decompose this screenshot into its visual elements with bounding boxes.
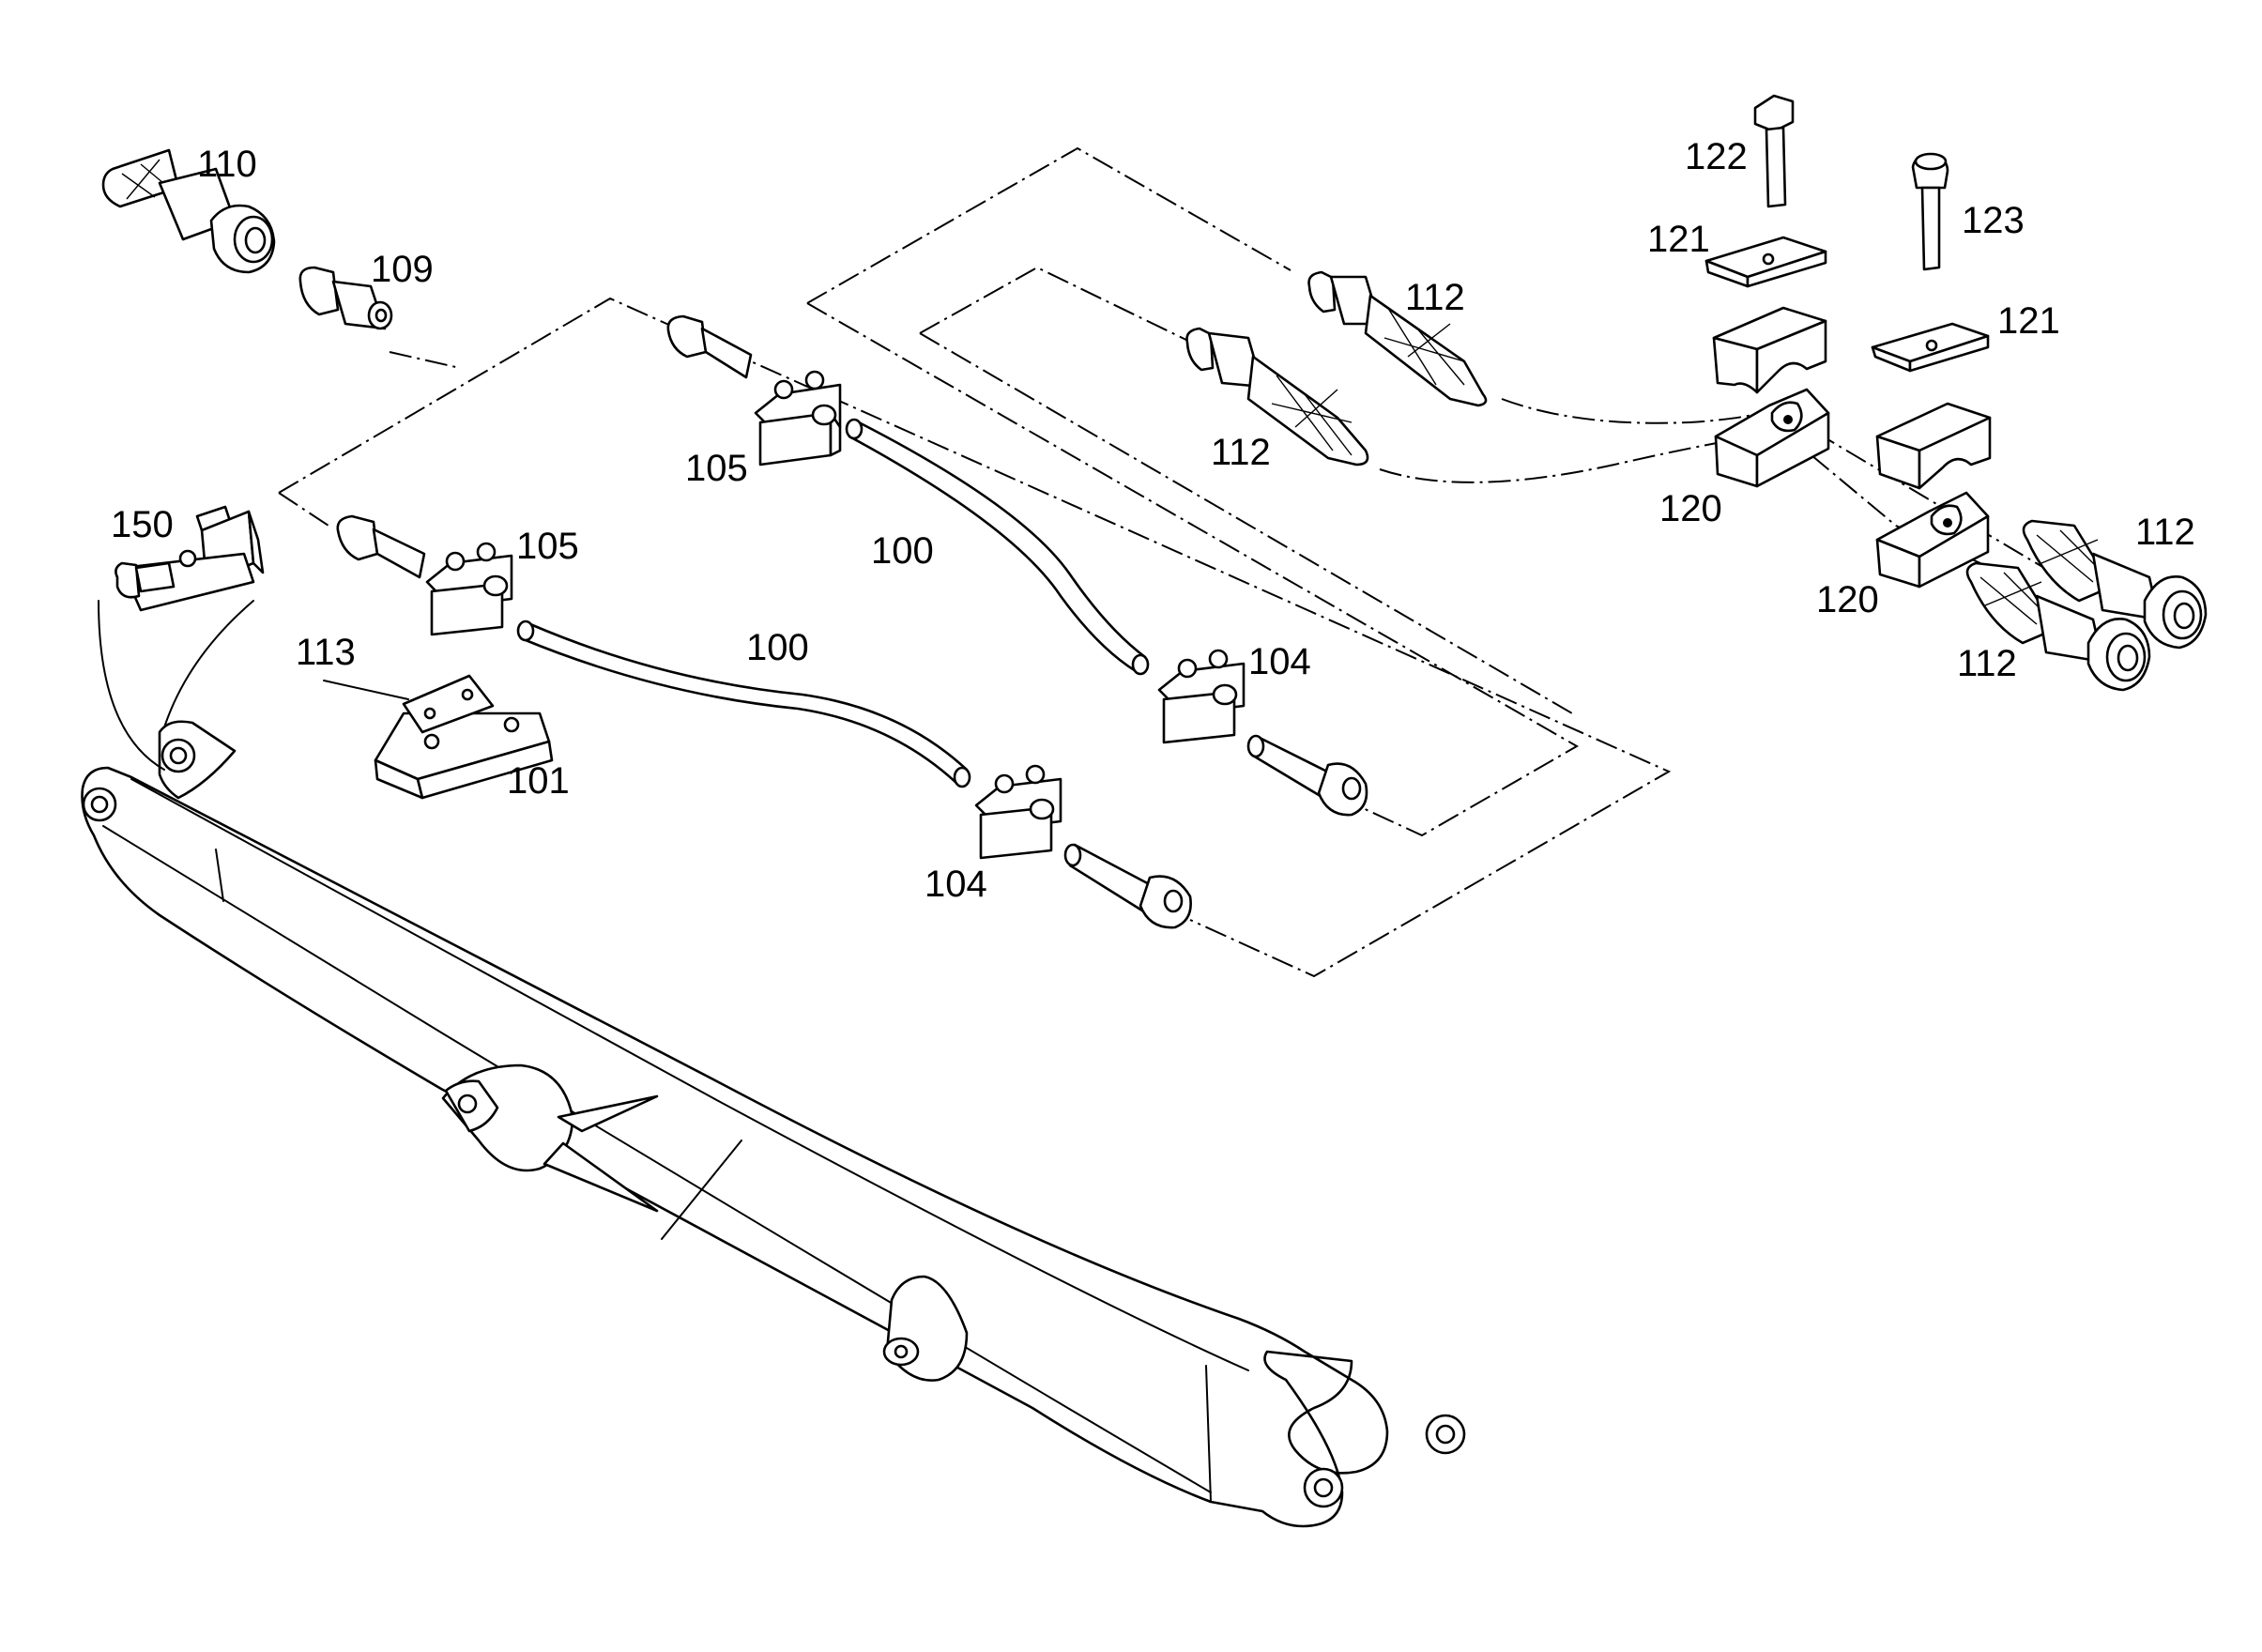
arm-fork-eye-rear xyxy=(1425,1414,1466,1455)
part-150-bracket xyxy=(115,505,265,612)
arm-grease-cone xyxy=(882,1275,969,1382)
clamp-upper-half-right xyxy=(1875,402,1992,490)
callout-122: 122 xyxy=(1685,136,1748,177)
callout-104-right: 104 xyxy=(1248,641,1311,682)
arm-left-eye xyxy=(82,787,117,822)
callout-120-lower: 120 xyxy=(1816,579,1879,620)
leader-113 xyxy=(323,680,409,700)
part-110-hose-fitting xyxy=(101,148,276,274)
part-109-adapter xyxy=(298,266,393,330)
clamp-120-lower xyxy=(1875,491,1990,589)
hose-112-upper xyxy=(1307,270,1488,407)
bolt-123 xyxy=(1911,152,1949,271)
part-113-plate-top xyxy=(402,674,495,734)
bolt-lower xyxy=(336,514,426,579)
part-101-plate xyxy=(374,711,554,800)
callout-113: 113 xyxy=(296,632,356,673)
callout-121-right: 121 xyxy=(1997,300,2060,342)
clamp-105-lower xyxy=(425,542,513,636)
callout-123: 123 xyxy=(1962,200,2025,241)
pipe-100-upper xyxy=(845,418,1150,676)
callout-112-right-upper: 112 xyxy=(2135,512,2195,553)
nut-bolt-right xyxy=(1246,734,1368,817)
callout-112-upper: 112 xyxy=(1405,277,1465,318)
plate-121-right xyxy=(1871,322,1990,373)
callout-112-right-lower: 112 xyxy=(1957,643,2017,684)
clamp-120-upper xyxy=(1714,388,1830,488)
arm-pivot-bracket xyxy=(441,1063,659,1213)
callout-150: 150 xyxy=(111,504,174,545)
callout-101: 101 xyxy=(507,760,570,802)
callout-100-upper: 100 xyxy=(871,530,934,572)
arm-fork-eye-front xyxy=(1303,1467,1344,1508)
clamp-upper-half-left xyxy=(1712,306,1827,394)
assembly-lines xyxy=(278,146,2085,978)
clamp-104-right xyxy=(1157,649,1246,744)
bolt-122 xyxy=(1753,94,1795,208)
callout-109: 109 xyxy=(371,249,434,290)
clamp-104-left xyxy=(974,764,1062,860)
hose-112-middle xyxy=(1185,327,1369,467)
hose-112-right-lower xyxy=(1965,561,2151,692)
callout-105-lower: 105 xyxy=(516,526,579,567)
nut-bolt-left xyxy=(1063,843,1192,929)
callout-104-left: 104 xyxy=(925,864,987,905)
callout-121-left: 121 xyxy=(1647,219,1710,260)
callout-110: 110 xyxy=(197,144,257,185)
clamp-105-upper xyxy=(754,370,842,467)
pipe-100-lower xyxy=(516,620,971,788)
hose-112-right-upper xyxy=(2022,519,2208,650)
callout-112-middle: 112 xyxy=(1211,432,1271,473)
arm-upper-eye xyxy=(160,738,196,773)
callout-120-upper: 120 xyxy=(1659,488,1722,529)
callout-105-upper: 105 xyxy=(685,448,748,489)
plate-121-left xyxy=(1704,236,1827,288)
callout-100-lower: 100 xyxy=(746,627,809,668)
bolt-upper xyxy=(666,314,753,379)
